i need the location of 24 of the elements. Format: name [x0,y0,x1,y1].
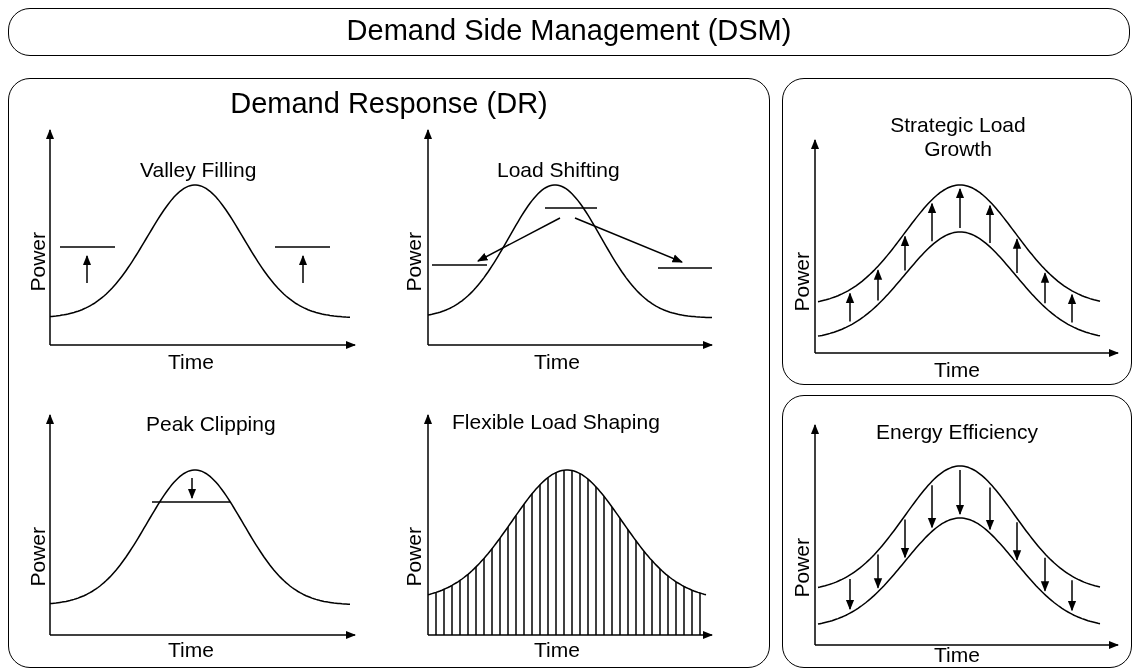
panel-title: Demand Response (DR) [229,87,549,121]
panel [782,395,1132,668]
axis-label: Time [534,638,580,662]
axis-label: Time [934,358,980,382]
axis-label: Power [26,527,50,587]
axis-label: Time [534,350,580,374]
axis-label: Power [26,232,50,292]
panel-title: Energy Efficiency [875,420,1039,445]
title-band [8,8,1130,56]
chart-title: Flexible Load Shaping [452,410,660,434]
chart-title: Load Shifting [497,158,620,182]
chart-title: Peak Clipping [146,412,276,436]
band-label: Demand Side Management (DSM) [345,14,793,48]
axis-label: Power [402,232,426,292]
axis-label: Power [402,527,426,587]
panel [782,78,1132,385]
axis-label: Power [790,252,814,312]
chart-title: Valley Filling [140,158,257,182]
axis-label: Time [168,638,214,662]
axis-label: Power [790,538,814,598]
axis-label: Time [168,350,214,374]
panel-title: Strategic Load Growth [889,113,1027,162]
axis-label: Time [934,643,980,667]
panel [8,78,770,668]
